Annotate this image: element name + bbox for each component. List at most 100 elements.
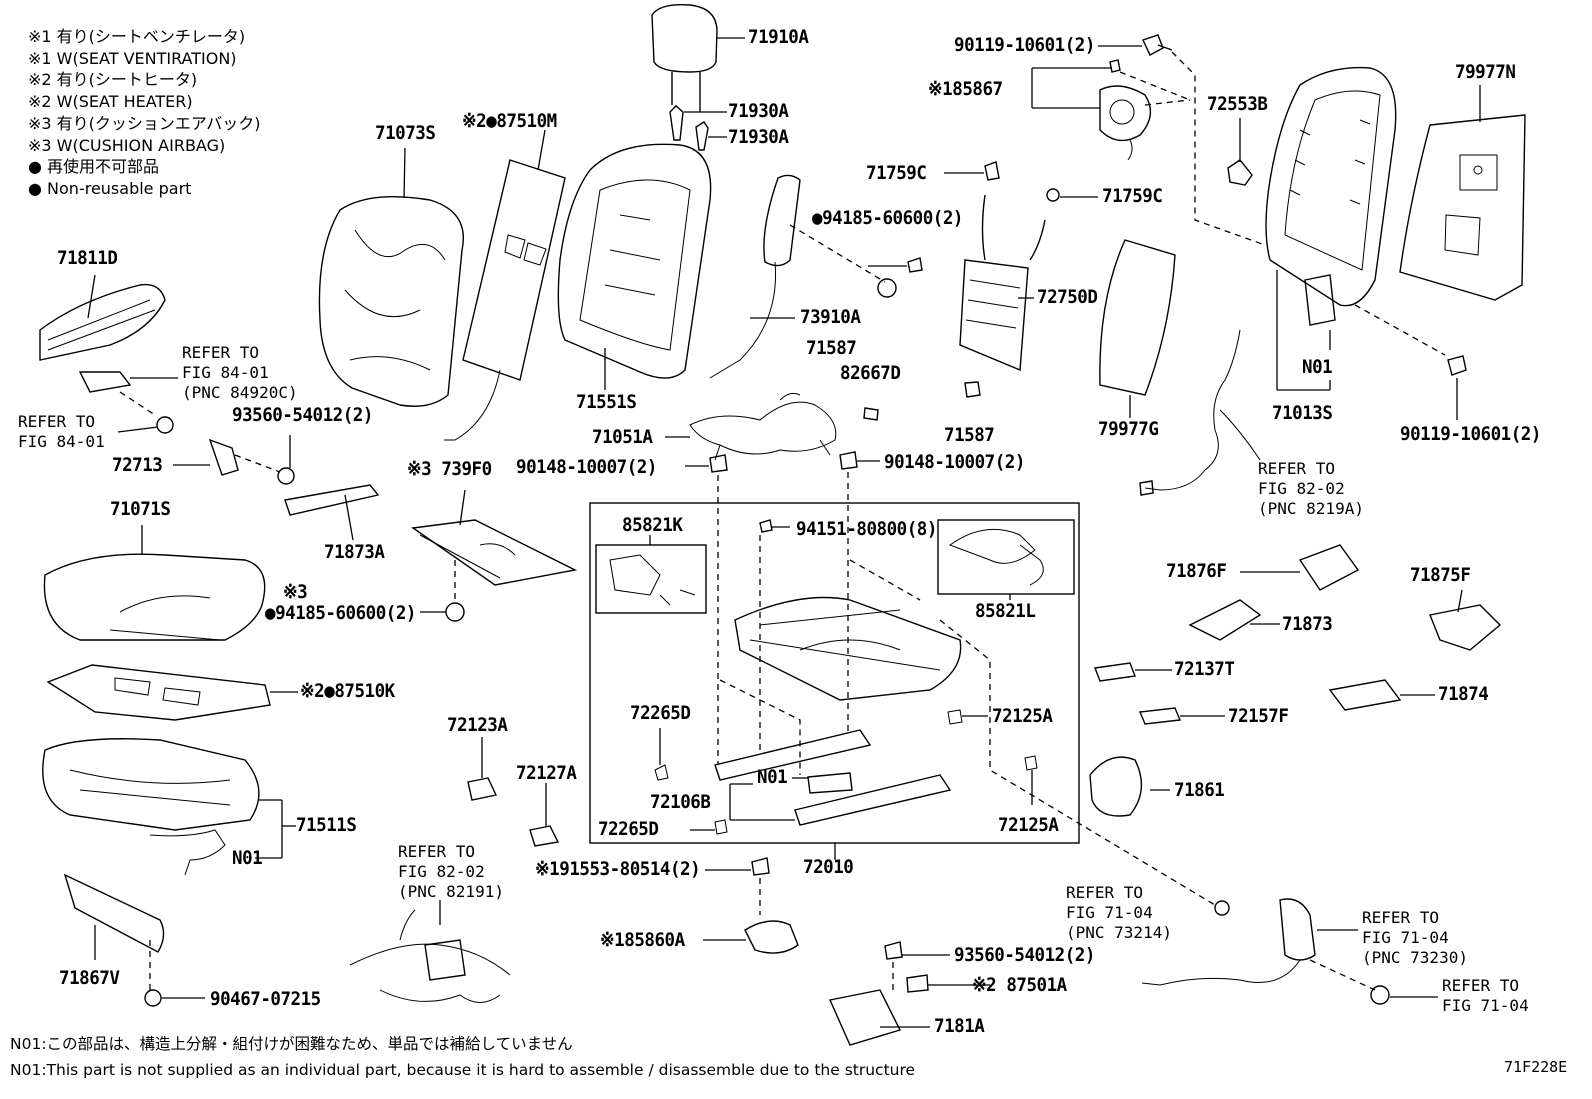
part-label[interactable]: ●94185-60600(2) — [265, 602, 416, 624]
part-label[interactable]: 71861 — [1174, 779, 1225, 801]
wire-harness-71051A — [665, 392, 837, 461]
clip-71759C — [944, 161, 1098, 202]
part-label[interactable]: 72137T — [1174, 658, 1235, 680]
side-airbag-drawing — [709, 174, 897, 379]
seatback-cover-drawing — [318, 147, 464, 407]
part-label[interactable]: N01 — [1302, 356, 1333, 378]
refer-to-label[interactable]: REFER TO FIG 82-02 (PNC 82191) — [398, 842, 504, 901]
legend-line: ● 再使用不可部品 — [28, 157, 160, 177]
part-label[interactable]: ※2 87501A — [972, 974, 1067, 996]
refer-to-label[interactable]: REFER TO FIG 71-04 (PNC 73214) — [1066, 883, 1172, 942]
back-pad-79977G — [1099, 239, 1176, 418]
part-label[interactable]: 71874 — [1438, 683, 1489, 705]
ventilator-blower-drawing — [703, 857, 799, 954]
right-trim-parts — [1089, 544, 1502, 817]
seatback-pad-drawing — [557, 143, 712, 390]
seat-ventilator-drawing — [1031, 59, 1191, 161]
refer-to-label[interactable]: REFER TO FIG 84-01 — [18, 412, 105, 451]
part-label[interactable]: 71071S — [110, 498, 171, 520]
part-label[interactable]: 90119-10601(2) — [1400, 423, 1541, 445]
part-label[interactable]: 71811D — [57, 247, 118, 269]
part-label[interactable]: 71013S — [1272, 402, 1333, 424]
part-label[interactable]: 71910A — [748, 26, 809, 48]
part-label[interactable]: 71073S — [375, 122, 436, 144]
part-label[interactable]: 90119-10601(2) — [954, 34, 1095, 56]
bolt-90119-top — [1098, 34, 1266, 246]
part-label[interactable]: ※2●87510M — [462, 110, 557, 132]
part-label[interactable]: 71875F — [1410, 564, 1471, 586]
wire-harness-82191 — [349, 900, 511, 1003]
part-label[interactable]: 71511S — [296, 814, 357, 836]
part-label[interactable]: 71867V — [59, 967, 120, 989]
legend-line: ※3 W(CUSHION AIRBAG) — [28, 135, 226, 155]
part-label[interactable]: 72127A — [516, 762, 577, 784]
part-label[interactable]: 72125A — [992, 705, 1053, 727]
part-label[interactable]: 71876F — [1166, 560, 1227, 582]
headrest-drawing — [651, 4, 745, 112]
part-label[interactable]: 71759C — [866, 162, 927, 184]
part-label[interactable]: 79977G — [1098, 418, 1159, 440]
part-label[interactable]: 72157F — [1228, 705, 1289, 727]
part-label[interactable]: 85821L — [975, 600, 1036, 622]
part-label[interactable]: 71551S — [576, 391, 637, 413]
part-label[interactable]: 7181A — [934, 1015, 985, 1037]
cushion-heater-drawing — [46, 664, 298, 721]
part-label[interactable]: 90148-10007(2) — [884, 451, 1025, 473]
legend-line: ※2 有り(シートヒータ) — [28, 70, 198, 90]
refer-to-label[interactable]: REFER TO FIG 82-02 (PNC 8219A) — [1258, 459, 1364, 518]
part-label[interactable]: ※3 739F0 — [407, 458, 492, 480]
part-label[interactable]: 79977N — [1455, 61, 1516, 83]
part-label[interactable]: 85821K — [622, 514, 683, 536]
part-label[interactable]: ※185860A — [600, 929, 685, 951]
legend: ※1 有り(シートベンチレータ) ※1 W(SEAT VENTIRATION) … — [28, 26, 261, 200]
part-label[interactable]: 71873A — [324, 541, 385, 563]
part-label[interactable]: 72713 — [112, 454, 163, 476]
small-parts-71587 — [863, 257, 981, 421]
part-label[interactable]: 72265D — [630, 702, 691, 724]
cushion-airbag-739F0 — [411, 489, 578, 622]
part-label[interactable]: 72553B — [1207, 93, 1268, 115]
part-label[interactable]: N01 — [232, 847, 263, 869]
part-label[interactable]: ※191553-80514(2) — [535, 858, 701, 880]
refer-to-label[interactable]: REFER TO FIG 71-04 — [1442, 976, 1529, 1015]
part-label[interactable]: 72010 — [803, 856, 854, 878]
footnote-jp: N01:この部品は、構造上分解・組付けが困難なため、単品では補給していません — [10, 1035, 573, 1053]
part-label[interactable]: 90148-10007(2) — [516, 456, 657, 478]
refer-to-label[interactable]: REFER TO FIG 71-04 (PNC 73230) — [1362, 908, 1468, 967]
part-label[interactable]: 93560-54012(2) — [232, 404, 373, 426]
part-label[interactable]: 72125A — [998, 814, 1059, 836]
part-label[interactable]: 72123A — [447, 714, 508, 736]
part-label[interactable]: 71587 — [806, 337, 857, 359]
cushion-pad-drawing — [42, 738, 296, 876]
switch-harness-lower-right — [1141, 898, 1438, 1005]
part-label[interactable]: ※2●87510K — [300, 680, 395, 702]
bracket-72553B — [1227, 118, 1253, 186]
cushion-cover-drawing — [43, 525, 266, 641]
part-label[interactable]: 71759C — [1102, 185, 1163, 207]
part-label[interactable]: 72106B — [650, 791, 711, 813]
figure-code: 71F228E — [1504, 1058, 1568, 1076]
part-label[interactable]: 71051A — [592, 426, 653, 448]
wire-harness-right — [1139, 329, 1261, 496]
part-label[interactable]: 71873 — [1282, 613, 1333, 635]
part-label[interactable]: 71930A — [728, 126, 789, 148]
part-label[interactable]: 82667D — [840, 362, 901, 384]
part-label[interactable]: N01 — [757, 766, 788, 788]
part-label[interactable]: 94151-80800(8) — [796, 518, 937, 540]
part-label[interactable]: ※185867 — [928, 78, 1003, 100]
part-label: ※3 — [283, 581, 308, 603]
part-label[interactable]: 71587 — [944, 424, 995, 446]
part-label[interactable]: 93560-54012(2) — [954, 944, 1095, 966]
part-label[interactable]: 72750D — [1037, 286, 1098, 308]
part-label[interactable]: 90467-07215 — [210, 988, 321, 1010]
part-label[interactable]: ●94185-60600(2) — [812, 207, 963, 229]
back-board-drawing — [1399, 85, 1526, 301]
cushion-panel-71867V — [63, 873, 205, 1007]
part-label[interactable]: 71930A — [728, 100, 789, 122]
part-label[interactable]: 73910A — [800, 306, 861, 328]
refer-to-label[interactable]: REFER TO FIG 84-01 (PNC 84920C) — [182, 343, 298, 402]
part-label[interactable]: 72265D — [598, 818, 659, 840]
cover-71873A — [284, 484, 380, 541]
